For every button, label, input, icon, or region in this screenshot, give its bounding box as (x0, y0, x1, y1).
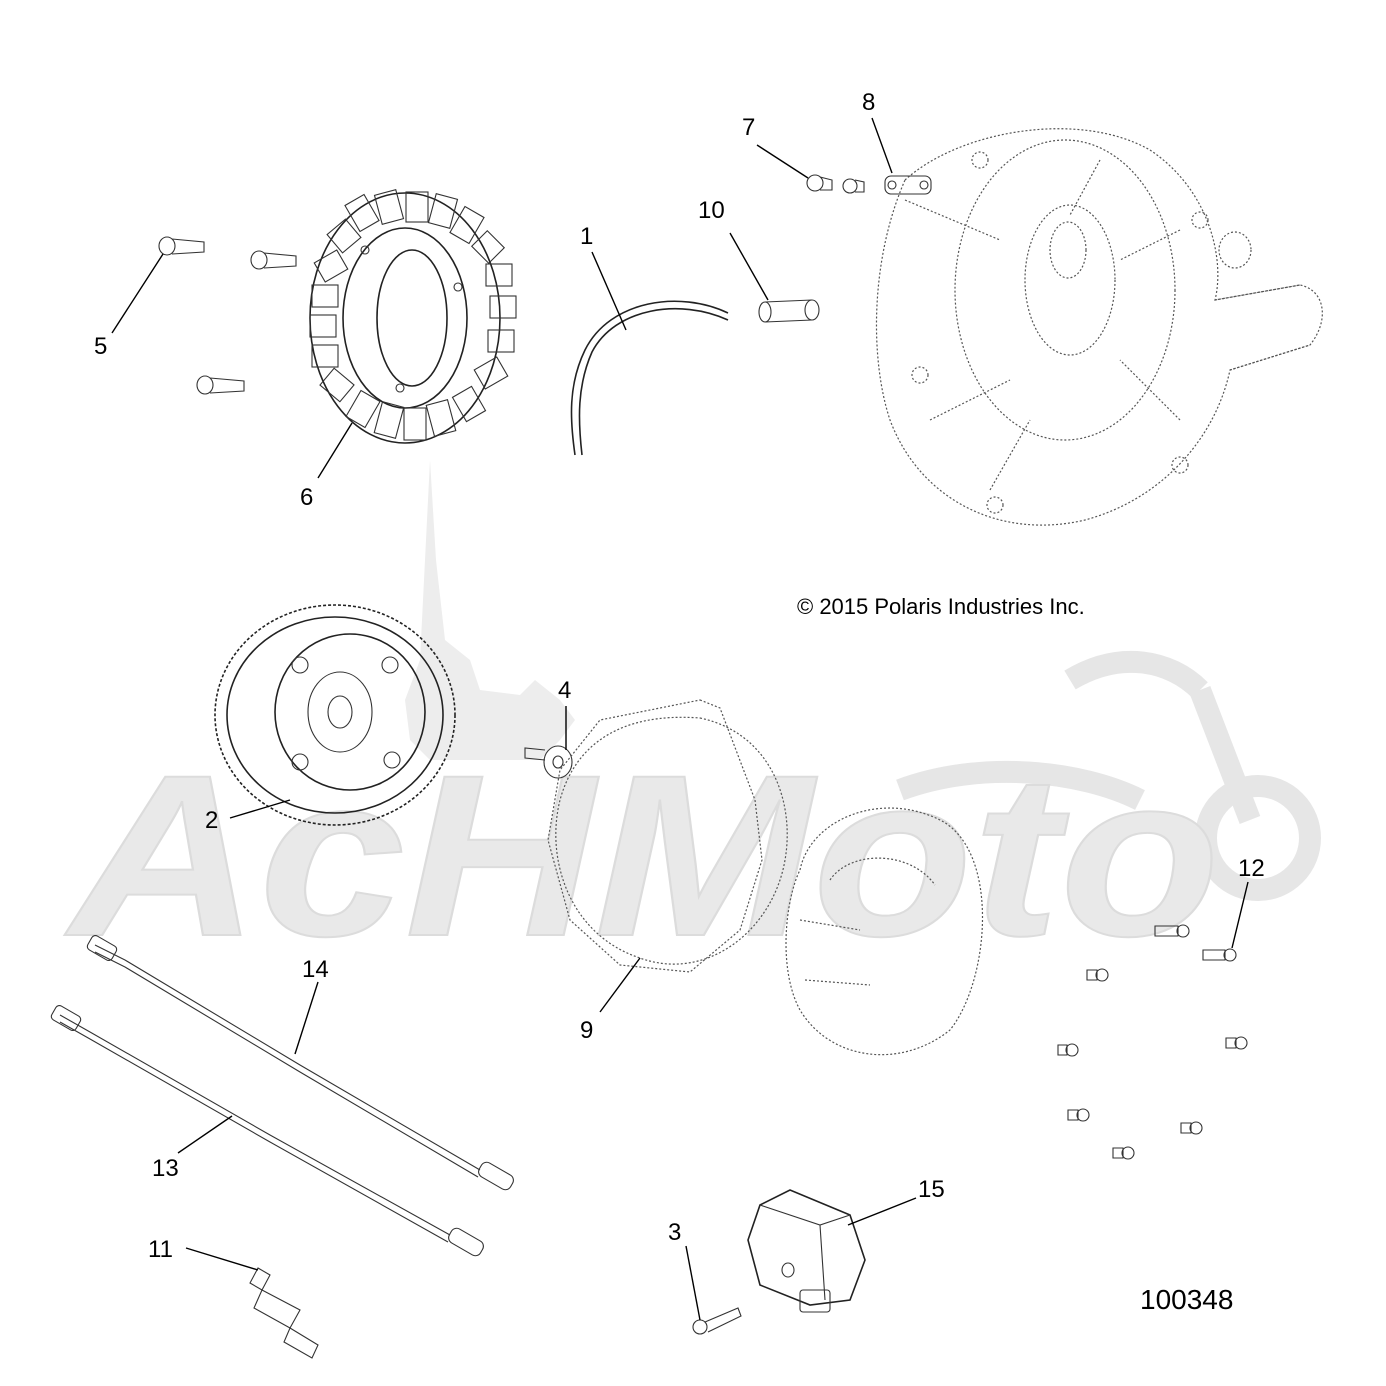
spark-plug-leads-part (50, 934, 514, 1257)
leader-lines (111, 117, 1249, 1321)
watermark-text: AcHMoto (64, 727, 1220, 984)
stator-part (309, 188, 517, 444)
watermark: AcHMoto (63, 460, 1321, 985)
callout-7: 7 (742, 114, 755, 141)
callout-11: 11 (148, 1236, 173, 1263)
flywheel-bolt-part (524, 745, 573, 779)
copyright-notice: © 2015 Polaris Industries Inc. (797, 594, 1085, 619)
callout-12: 12 (1238, 855, 1265, 882)
callout-8: 8 (862, 89, 875, 116)
callout-6: 6 (300, 484, 313, 511)
callout-9: 9 (580, 1017, 593, 1044)
plate-screws-part (806, 174, 932, 195)
wire-loop-part (570, 300, 729, 456)
callout-14: 14 (302, 956, 329, 983)
callout-15: 15 (918, 1176, 945, 1203)
callout-3: 3 (668, 1219, 681, 1246)
crankcase-cover-part (875, 128, 1323, 526)
dowel-part (758, 299, 820, 323)
flywheel-part (214, 604, 456, 826)
module-screw-part (692, 1307, 742, 1335)
callout-labels: 1 2 3 4 5 6 7 8 9 10 11 12 13 14 15 (94, 89, 1265, 1263)
callout-1: 1 (580, 223, 593, 250)
cover-screws-part (1057, 924, 1248, 1160)
watermark-spire-shape (405, 460, 575, 760)
watermark-motorcycle-shape (896, 650, 1321, 901)
ignition-module-part (747, 1189, 866, 1313)
spark-plug-part (249, 1267, 319, 1359)
outer-cover-part (785, 807, 983, 1056)
callout-4: 4 (558, 677, 571, 704)
callout-2: 2 (205, 807, 218, 834)
callout-13: 13 (152, 1155, 179, 1182)
figure-number: 100348 (1140, 1284, 1233, 1315)
gasket-part (547, 699, 788, 973)
callout-10: 10 (698, 197, 725, 224)
stator-screws-part (158, 236, 297, 395)
callout-5: 5 (94, 333, 107, 360)
